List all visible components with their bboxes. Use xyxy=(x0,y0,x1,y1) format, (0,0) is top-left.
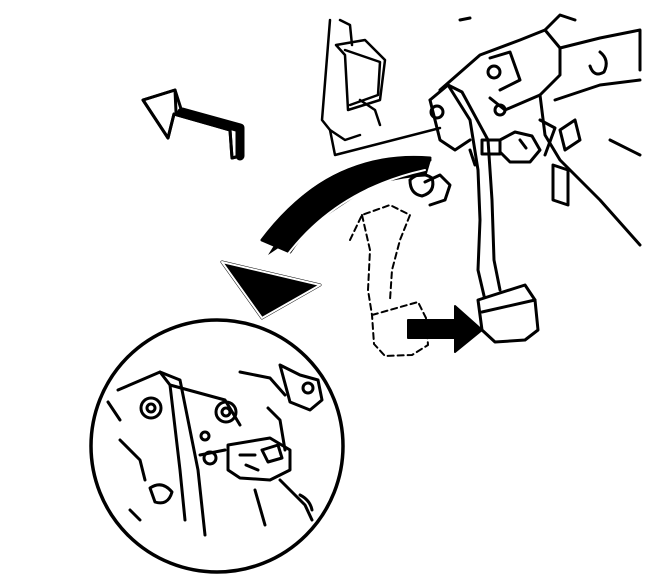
detail-inset xyxy=(89,318,345,574)
brake-pedal-arm xyxy=(408,64,507,302)
pedal-released-ghost xyxy=(349,204,429,357)
pedal-bracket xyxy=(438,13,642,247)
stop-lamp-switch xyxy=(480,118,557,164)
direction-arrow-icon xyxy=(141,88,245,161)
push-arrow-icon xyxy=(407,305,483,353)
curved-callout-arrow-icon xyxy=(220,155,432,320)
pedal-pad xyxy=(476,283,540,344)
dash-panel xyxy=(320,18,442,157)
